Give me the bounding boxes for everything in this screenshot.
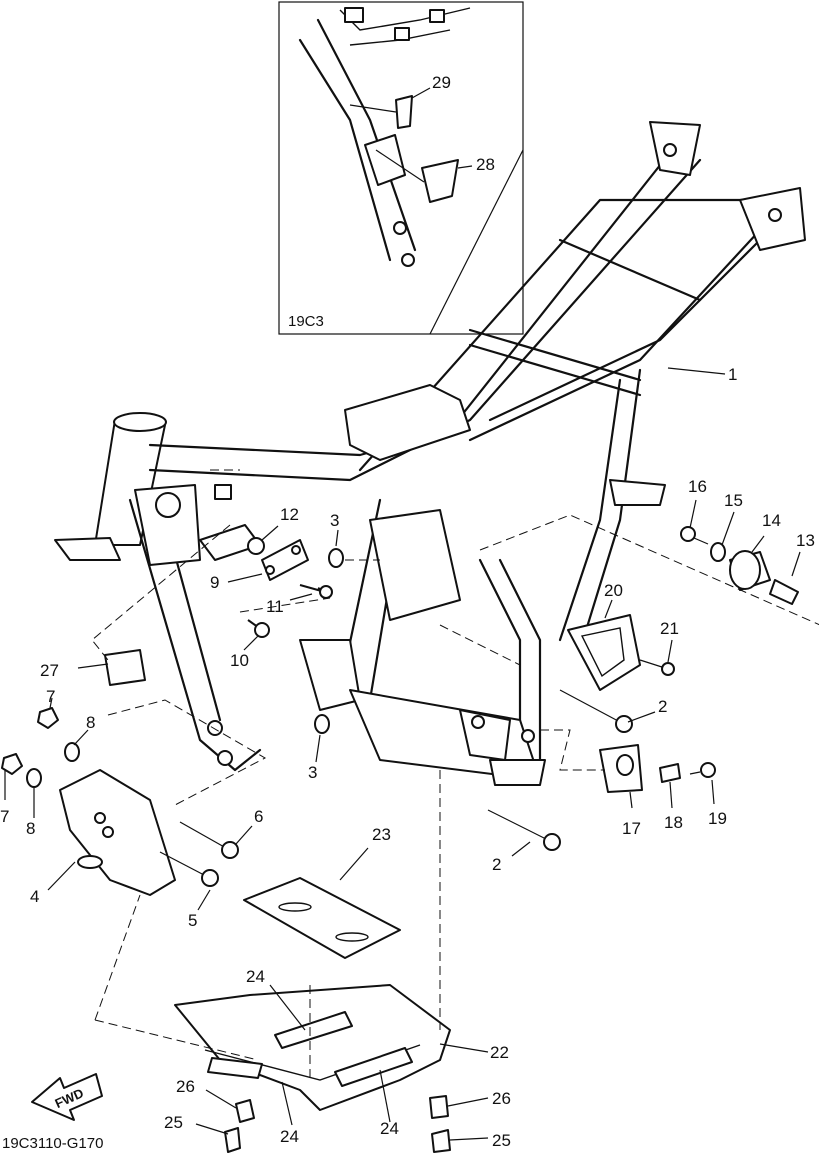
callout-25-right: 25	[492, 1131, 511, 1150]
callout-4: 4	[30, 887, 39, 906]
small-parts	[1, 526, 799, 1153]
callout-14: 14	[762, 511, 781, 530]
callout-labels: 1 2 2 3 3 4 5 6 7 7 8 8 9 10 11 12 13 14…	[0, 73, 815, 1152]
callout-2-lower: 2	[492, 855, 501, 874]
callout-1: 1	[728, 365, 737, 384]
callout-24-right: 24	[380, 1119, 399, 1138]
plate-20	[567, 614, 641, 691]
callout-25-left: 25	[164, 1113, 183, 1132]
callout-8-lower: 8	[26, 819, 35, 838]
callout-22: 22	[490, 1043, 509, 1062]
leader-lines	[4, 367, 819, 1141]
callout-5: 5	[188, 911, 197, 930]
clip-29	[395, 95, 413, 129]
callout-27: 27	[40, 661, 59, 680]
callout-19: 19	[708, 809, 727, 828]
figure-code: 19C3110-G170	[2, 1135, 103, 1152]
callout-18: 18	[664, 813, 683, 832]
callout-26-right: 26	[492, 1089, 511, 1108]
callout-24-left: 24	[280, 1127, 299, 1146]
callout-8-upper: 8	[86, 713, 95, 732]
fwd-arrow-icon	[31, 1073, 103, 1121]
callout-13: 13	[796, 531, 815, 550]
inset-frame	[278, 1, 524, 335]
skid-plate-22	[174, 984, 451, 1111]
callout-7-upper: 7	[46, 687, 55, 706]
callout-3-lower: 3	[308, 763, 317, 782]
callout-6: 6	[254, 807, 263, 826]
inset-code: 19C3	[288, 313, 324, 330]
main-frame-1	[54, 121, 806, 786]
callout-9: 9	[210, 573, 219, 592]
callout-3-upper: 3	[330, 511, 339, 530]
inset-detail	[278, 1, 524, 335]
callout-20: 20	[604, 581, 623, 600]
callout-2-upper: 2	[658, 697, 667, 716]
bracket-4	[59, 769, 176, 896]
callout-29: 29	[432, 73, 451, 92]
plate-23	[243, 877, 401, 959]
callout-21: 21	[660, 619, 679, 638]
callout-7-lower: 7	[0, 807, 9, 826]
callout-23: 23	[372, 825, 391, 844]
callout-15: 15	[724, 491, 743, 510]
callout-10: 10	[230, 651, 249, 670]
callout-26-left: 26	[176, 1077, 195, 1096]
cover-28	[421, 159, 459, 203]
callout-12: 12	[280, 505, 299, 524]
callout-16: 16	[688, 477, 707, 496]
callout-28: 28	[476, 155, 495, 174]
callout-24-upper: 24	[246, 967, 265, 986]
callout-17: 17	[622, 819, 641, 838]
callout-11: 11	[266, 597, 284, 616]
